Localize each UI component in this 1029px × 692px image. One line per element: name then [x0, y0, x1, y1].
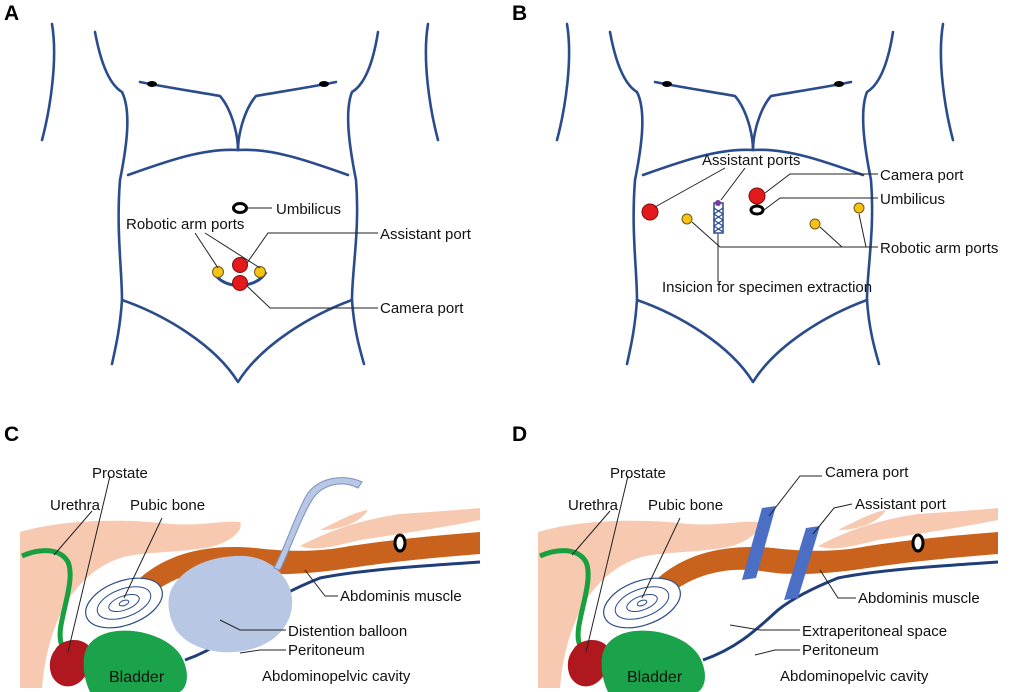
label-pubic-bone-c: Pubic bone — [130, 497, 205, 514]
robotic-port-3-b — [853, 202, 865, 214]
label-peritoneum-c: Peritoneum — [288, 642, 365, 659]
label-assistant-port-a: Assistant port — [380, 226, 472, 243]
label-umbilicus-b: Umbilicus — [880, 191, 945, 208]
label-extraperitoneal-space-d: Extraperitoneal space — [802, 623, 947, 640]
label-pubic-bone-d: Pubic bone — [648, 497, 723, 514]
skin-layer-d — [538, 520, 759, 688]
label-prostate-d: Prostate — [610, 465, 666, 482]
camera-port-trocar-d — [742, 506, 776, 580]
label-robotic-arm-ports-b: Robotic arm ports — [880, 240, 998, 257]
peritoneum-d — [702, 560, 999, 662]
panel-a-letter: A — [4, 2, 19, 25]
umbilicus-marker-c — [393, 533, 407, 553]
camera-port-marker-b — [748, 187, 766, 205]
label-prostate-c: Prostate — [92, 465, 148, 482]
panel-b: B — [512, 2, 998, 384]
label-peritoneum-d: Peritoneum — [802, 642, 879, 659]
label-urethra-d: Urethra — [568, 497, 619, 514]
label-camera-port-b: Camera port — [880, 167, 964, 184]
panel-d-letter: D — [512, 423, 527, 446]
umbilicus-marker-b — [749, 204, 765, 216]
camera-port-marker-a — [232, 275, 248, 291]
bladder-d — [601, 630, 705, 692]
label-incision-b: Insicion for specimen extraction — [662, 279, 872, 296]
incision-marker-b — [712, 200, 725, 234]
robotic-port-right-a — [254, 266, 266, 278]
bladder-c — [83, 630, 187, 692]
left-nipple — [147, 81, 157, 87]
skin-layer-c — [20, 520, 241, 688]
label-assistant-ports-b: Assistant ports — [702, 152, 800, 169]
umbilicus-marker-d — [911, 533, 925, 553]
label-assistant-port-d: Assistant port — [855, 496, 947, 513]
label-urethra-c: Urethra — [50, 497, 101, 514]
label-camera-port-a: Camera port — [380, 300, 464, 317]
label-abdominopelvic-cavity-d: Abdominopelvic cavity — [780, 668, 929, 685]
label-robotic-arm-ports-a: Robotic arm ports — [126, 216, 244, 233]
panel-c-letter: C — [4, 423, 19, 446]
assistant-port-left-b — [641, 203, 659, 221]
pubic-bone-d — [603, 577, 681, 629]
skin-upper-d — [818, 508, 998, 549]
label-bladder-c: Bladder — [109, 669, 165, 686]
label-camera-port-d: Camera port — [825, 464, 909, 481]
urethra-d — [538, 548, 591, 658]
umbilicus-marker-a — [232, 202, 248, 214]
assistant-port-trocar-d — [784, 526, 820, 600]
robotic-port-1-b — [681, 213, 693, 225]
right-nipple-b — [834, 81, 844, 87]
panel-c: C Prostate Ureth — [4, 423, 481, 692]
distention-balloon-c — [168, 555, 293, 653]
urethra-c — [20, 548, 73, 658]
label-distention-balloon-c: Distention balloon — [288, 623, 407, 640]
label-abdominis-muscle-d: Abdominis muscle — [858, 590, 980, 607]
panel-a: A Umbilicus Robotic arm ports Assistant … — [4, 2, 472, 384]
label-abdominis-muscle-c: Abdominis muscle — [340, 588, 462, 605]
pubic-bone-c — [85, 577, 163, 629]
torso-outline-b — [555, 22, 955, 384]
panel-d: D Prostate — [512, 423, 999, 692]
torso-outline-a — [40, 22, 440, 384]
robotic-port-left-a — [212, 266, 224, 278]
prostate-c — [49, 639, 93, 687]
label-abdominopelvic-cavity-c: Abdominopelvic cavity — [262, 668, 411, 685]
robotic-port-2-b — [809, 218, 821, 230]
prostate-d — [567, 639, 611, 687]
skin-upper-c — [300, 508, 480, 549]
left-nipple-b — [662, 81, 672, 87]
right-nipple — [319, 81, 329, 87]
balloon-tube-c — [273, 477, 363, 571]
panel-b-letter: B — [512, 2, 527, 25]
assistant-port-marker-a — [232, 257, 248, 273]
label-bladder-d: Bladder — [627, 669, 683, 686]
label-umbilicus-a: Umbilicus — [276, 201, 341, 218]
